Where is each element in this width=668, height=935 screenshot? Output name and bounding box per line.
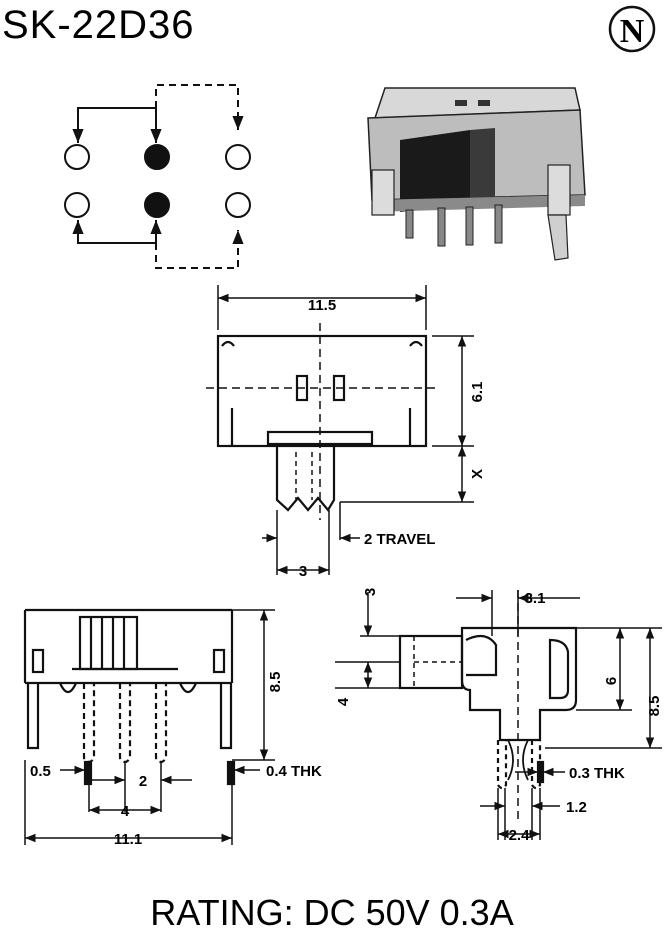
common-terminal-circle <box>144 192 170 218</box>
travel-label: 2 TRAVEL <box>364 531 435 548</box>
front-height-label: 8.5 <box>267 672 284 693</box>
switch-schematic <box>64 84 251 269</box>
total-height-label: 8.5 <box>646 696 663 717</box>
pin-span-label: 2.4 <box>509 827 531 844</box>
actuator-height-label: 4 <box>335 697 352 706</box>
body-width-label: 11.1 <box>114 831 142 848</box>
terminal-circle <box>225 192 251 218</box>
brand-logo: N <box>608 5 656 53</box>
common-terminal-circle <box>144 144 170 170</box>
product-illustration <box>367 87 586 261</box>
body-depth-label: 3.1 <box>525 590 546 607</box>
end-pin-thickness-label: 0.3 THK <box>569 765 625 782</box>
pin-thickness-label: 0.4 THK <box>266 763 322 780</box>
terminal-circle <box>64 192 90 218</box>
body-height-label: 6 <box>603 677 620 685</box>
dimension-height-label: 6.1 <box>469 382 486 403</box>
pin-pitch-label: 2 <box>139 773 147 790</box>
rating-label: RATING: DC 50V 0.3A <box>150 892 513 933</box>
logo-letter: N <box>620 13 645 50</box>
outer-pitch-label: 4 <box>121 803 130 820</box>
dimension-extension-label: X <box>469 469 486 479</box>
pin-width-label: 0.5 <box>30 763 51 780</box>
terminal-circle <box>64 144 90 170</box>
side-view-drawing <box>206 285 474 575</box>
actuator-top-label: 3 <box>362 588 379 596</box>
actuator-width-label: 3 <box>299 563 307 580</box>
dimension-width-label: 11.5 <box>308 297 336 314</box>
pin-offset-label: 1.2 <box>566 799 587 816</box>
terminal-circle <box>225 144 251 170</box>
part-number-title: SK-22D36 <box>2 3 195 47</box>
end-view-drawing <box>335 590 662 840</box>
front-view-drawing <box>23 608 275 845</box>
